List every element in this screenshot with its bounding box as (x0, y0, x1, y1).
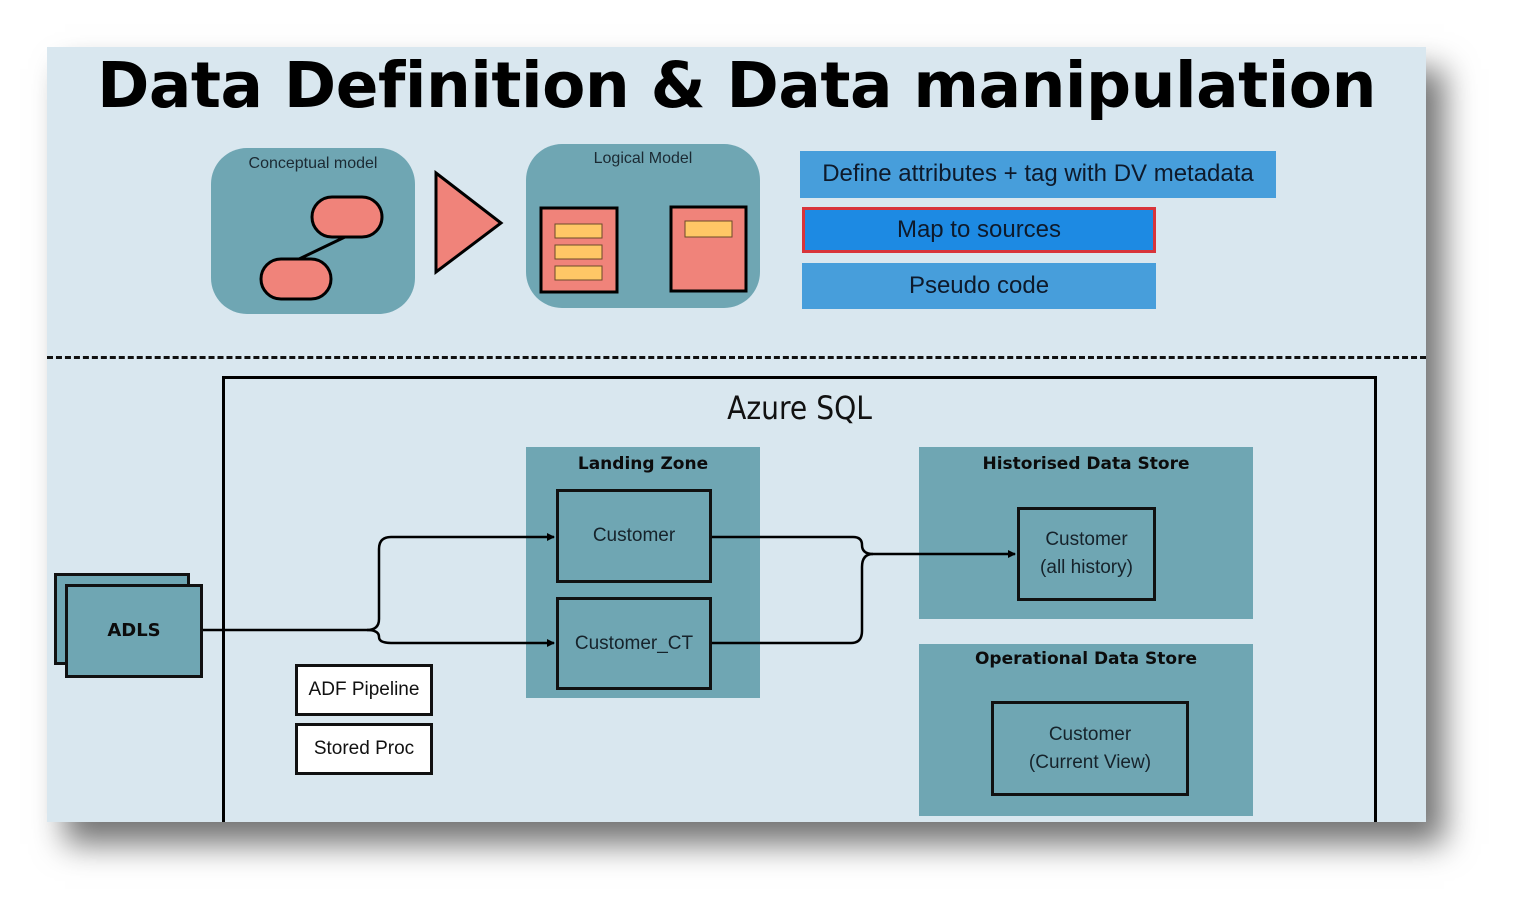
operational-customer-note: (Current View) (1028, 751, 1152, 773)
landing-customer-table[interactable]: Customer (556, 489, 712, 583)
historised-customer-note: (all history) (1040, 557, 1133, 578)
section-divider (47, 356, 1426, 359)
historised-customer-name: Customer (1045, 529, 1128, 550)
adf-pipeline-box[interactable]: ADF Pipeline (295, 664, 433, 716)
conceptual-model-card: Conceptual model (211, 148, 415, 314)
operational-customer-name: Customer (1048, 723, 1132, 745)
slide: Data Definition & Data manipulation Conc… (47, 47, 1426, 822)
logical-model-card: Logical Model (526, 144, 760, 308)
step-define-attributes[interactable]: Define attributes + tag with DV metadata (800, 151, 1276, 198)
entity-relationship-icon (259, 195, 384, 301)
landing-customer-ct-table[interactable]: Customer_CT (556, 597, 712, 690)
transform-arrow-icon (434, 170, 504, 276)
operational-data-store-title: Operational Data Store (974, 649, 1198, 669)
operational-customer-table[interactable]: Customer (Current View) (991, 701, 1189, 796)
step-map-to-sources[interactable]: Map to sources (802, 207, 1156, 253)
slide-title: Data Definition & Data manipulation (97, 49, 1376, 122)
historised-customer-table[interactable]: Customer (all history) (1017, 507, 1156, 601)
historised-data-store-title: Historised Data Store (982, 454, 1190, 474)
stored-proc-box[interactable]: Stored Proc (295, 723, 433, 775)
azure-sql-label: Azure SQL (727, 389, 872, 427)
table-entities-icon (539, 205, 748, 294)
conceptual-model-label: Conceptual model (248, 155, 378, 172)
adls-source[interactable]: ADLS (65, 584, 203, 678)
landing-zone-title: Landing Zone (577, 454, 709, 474)
logical-model-label: Logical Model (593, 150, 693, 167)
step-pseudo-code[interactable]: Pseudo code (802, 263, 1156, 309)
